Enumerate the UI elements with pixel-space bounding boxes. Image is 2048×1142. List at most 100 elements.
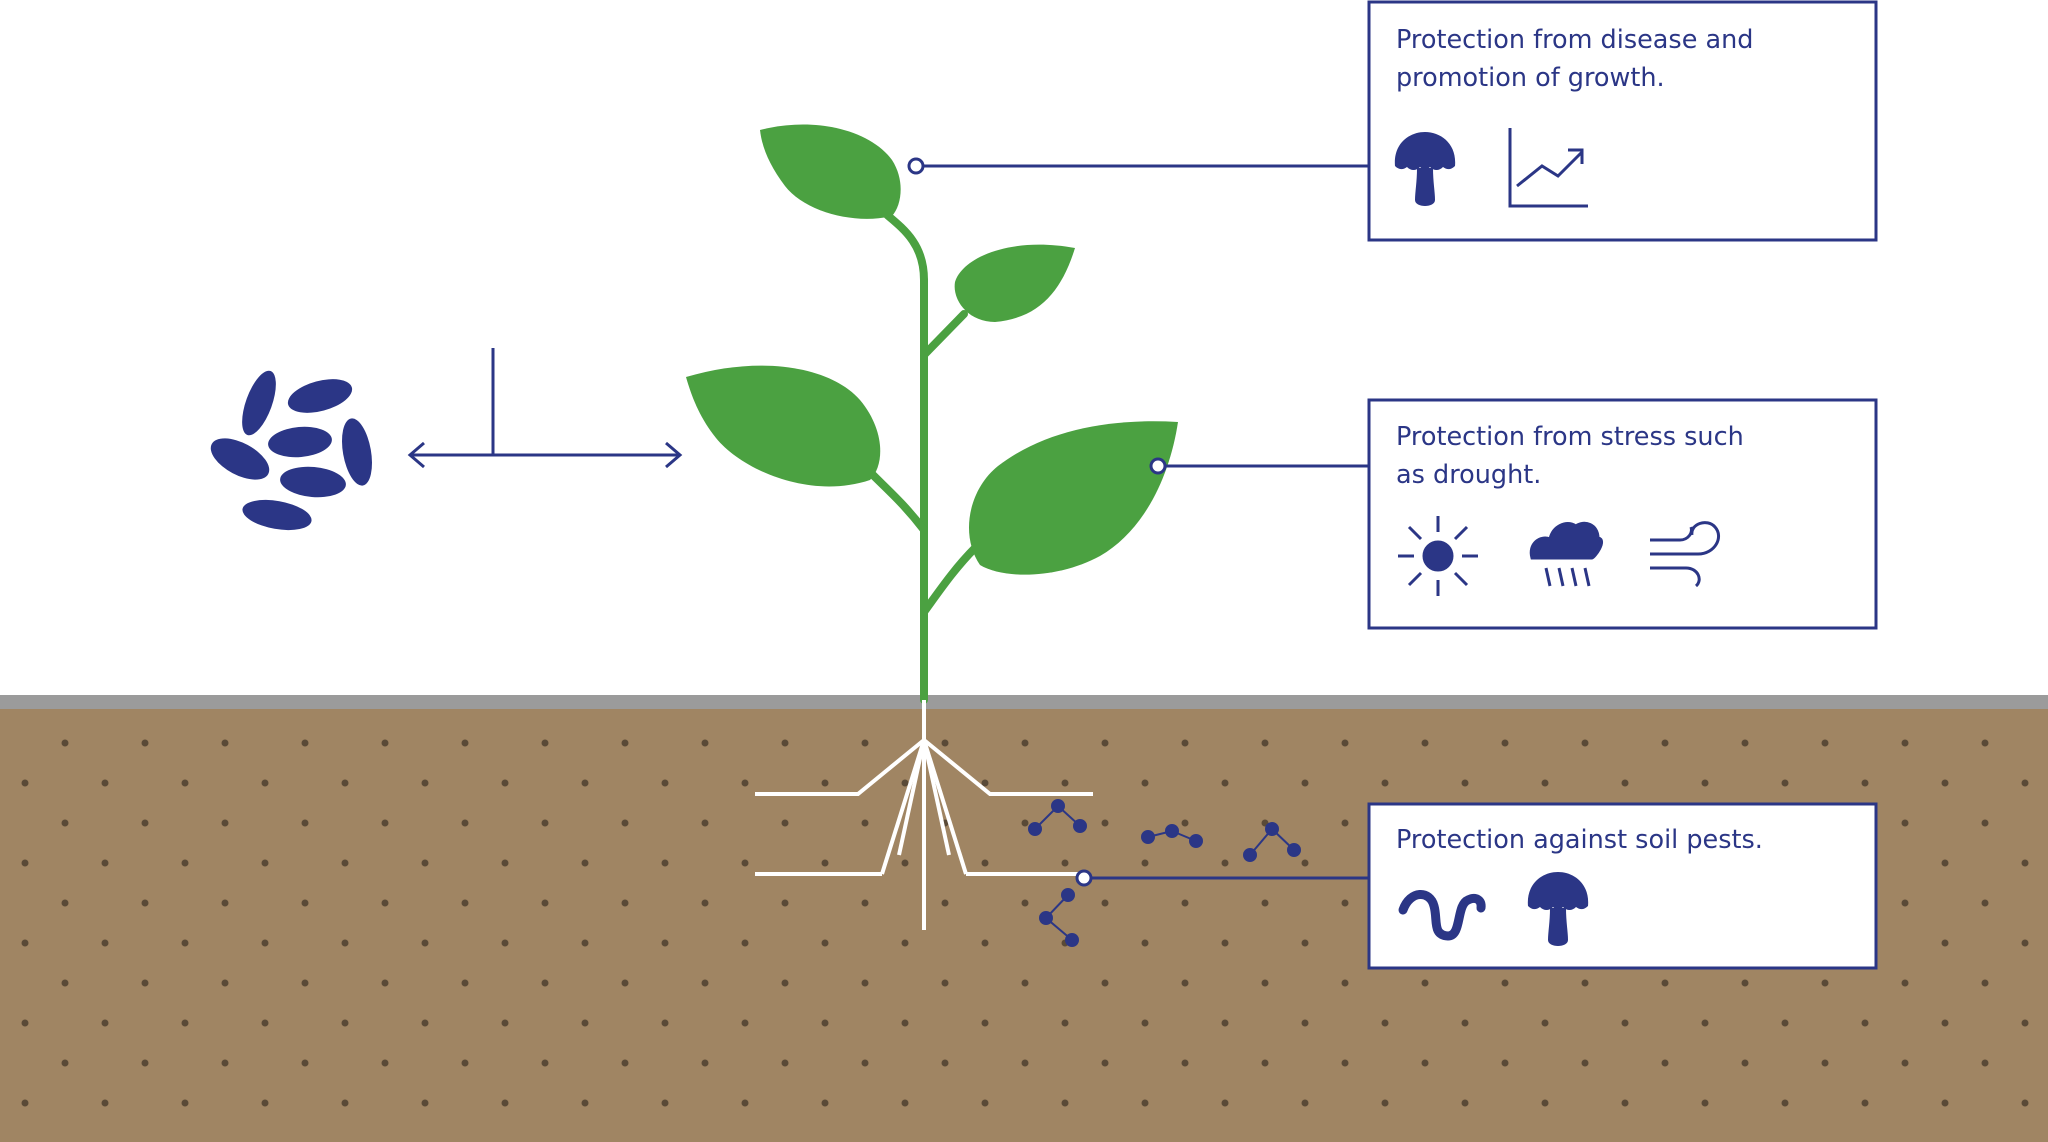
- soil-dot: [341, 1019, 349, 1027]
- soil-dot: [181, 1019, 189, 1027]
- soil-dot: [861, 899, 869, 907]
- soil-dot: [421, 779, 429, 787]
- soil-dot: [1461, 1099, 1469, 1107]
- soil-dot: [1941, 859, 1949, 867]
- soil-dot: [821, 859, 829, 867]
- soil-dot: [1141, 779, 1149, 787]
- soil-dot: [701, 899, 709, 907]
- soil-dot: [1221, 1099, 1229, 1107]
- soil-dot: [21, 779, 29, 787]
- soil-dot: [61, 899, 69, 907]
- soil-dot: [1781, 779, 1789, 787]
- callout-connectors: [907, 157, 1368, 887]
- soil-dot: [21, 939, 29, 947]
- soil-dot: [1981, 899, 1989, 907]
- soil-dot: [141, 899, 149, 907]
- soil-dot: [621, 739, 629, 747]
- soil-dot: [1861, 1099, 1869, 1107]
- leaf-upper-right: [954, 244, 1075, 322]
- soil-dot: [181, 859, 189, 867]
- soil-dot: [741, 1019, 749, 1027]
- soil-dot: [1141, 1099, 1149, 1107]
- ground-line: [0, 695, 2048, 709]
- soil-dot: [501, 1019, 509, 1027]
- soil-dot: [781, 819, 789, 827]
- soil-dot: [901, 1099, 909, 1107]
- soil-dot: [1421, 1059, 1429, 1067]
- soil-dot: [1501, 979, 1509, 987]
- soil-dot: [821, 939, 829, 947]
- soil-dot: [1141, 939, 1149, 947]
- plant: [686, 124, 1178, 930]
- soil-dot: [581, 859, 589, 867]
- soil-dot: [301, 819, 309, 827]
- soil-dot: [861, 819, 869, 827]
- soil-dot: [541, 819, 549, 827]
- soil-dot: [1861, 1019, 1869, 1027]
- soil-dot: [1061, 779, 1069, 787]
- soil-dot: [1501, 739, 1509, 747]
- soil-dot: [181, 939, 189, 947]
- soil-dot: [381, 979, 389, 987]
- soil-dot: [21, 859, 29, 867]
- pest-cluster-4: [1039, 888, 1079, 947]
- soil-dot: [1901, 899, 1909, 907]
- soil-dot: [701, 819, 709, 827]
- pest-cluster-2: [1141, 824, 1203, 848]
- soil-dot: [101, 1019, 109, 1027]
- soil-dot: [261, 859, 269, 867]
- soil-dot: [1901, 1059, 1909, 1067]
- soil-dot: [1181, 1059, 1189, 1067]
- soil-dot: [1821, 739, 1829, 747]
- soil-dot: [741, 1099, 749, 1107]
- soil-dot: [1621, 1099, 1629, 1107]
- soil-dot: [1621, 1019, 1629, 1027]
- soil-dot: [261, 939, 269, 947]
- soil-dot: [2021, 859, 2029, 867]
- soil-dot: [2021, 1019, 2029, 1027]
- plant-roots: [755, 700, 1093, 930]
- soil-dot: [1901, 979, 1909, 987]
- soil-dot: [301, 899, 309, 907]
- wind-icon: [1650, 521, 1721, 588]
- soil-dot: [1581, 979, 1589, 987]
- soil-dot: [421, 859, 429, 867]
- soil-dot: [1221, 779, 1229, 787]
- leaf-top: [760, 124, 901, 219]
- soil-dot: [781, 979, 789, 987]
- soil-dot: [1501, 1059, 1509, 1067]
- soil-dot: [581, 939, 589, 947]
- soil-dot: [1541, 1019, 1549, 1027]
- soil-dot: [1541, 1099, 1549, 1107]
- soil-dot: [1901, 739, 1909, 747]
- callout-text: Protection from stress such as drought.: [1396, 422, 1752, 490]
- soil-dot: [821, 1019, 829, 1027]
- soil-dot: [21, 1019, 29, 1027]
- soil-dot: [101, 859, 109, 867]
- soil-dot: [1021, 979, 1029, 987]
- soil-dot: [61, 739, 69, 747]
- soil-dot: [781, 739, 789, 747]
- soil-dot: [1461, 1019, 1469, 1027]
- soil-dot: [461, 979, 469, 987]
- soil-dot: [221, 979, 229, 987]
- soil-dot: [1581, 739, 1589, 747]
- soil-dot: [541, 979, 549, 987]
- soil-dot: [1621, 779, 1629, 787]
- soil-dot: [61, 819, 69, 827]
- soil-dot: [101, 939, 109, 947]
- soil-dot: [141, 979, 149, 987]
- rain-cloud-icon: [1529, 521, 1604, 587]
- soil-dot: [501, 859, 509, 867]
- soil-dot: [661, 1019, 669, 1027]
- soil-dot: [461, 819, 469, 827]
- sun-icon: [1398, 516, 1478, 596]
- soil-pest-clusters: [1028, 799, 1301, 947]
- soil-dot: [661, 939, 669, 947]
- soil-dot: [61, 979, 69, 987]
- soil-dot: [221, 899, 229, 907]
- soil-dot: [621, 819, 629, 827]
- soil-dot: [981, 1019, 989, 1027]
- soil-dot: [1341, 1059, 1349, 1067]
- soil-dot: [621, 979, 629, 987]
